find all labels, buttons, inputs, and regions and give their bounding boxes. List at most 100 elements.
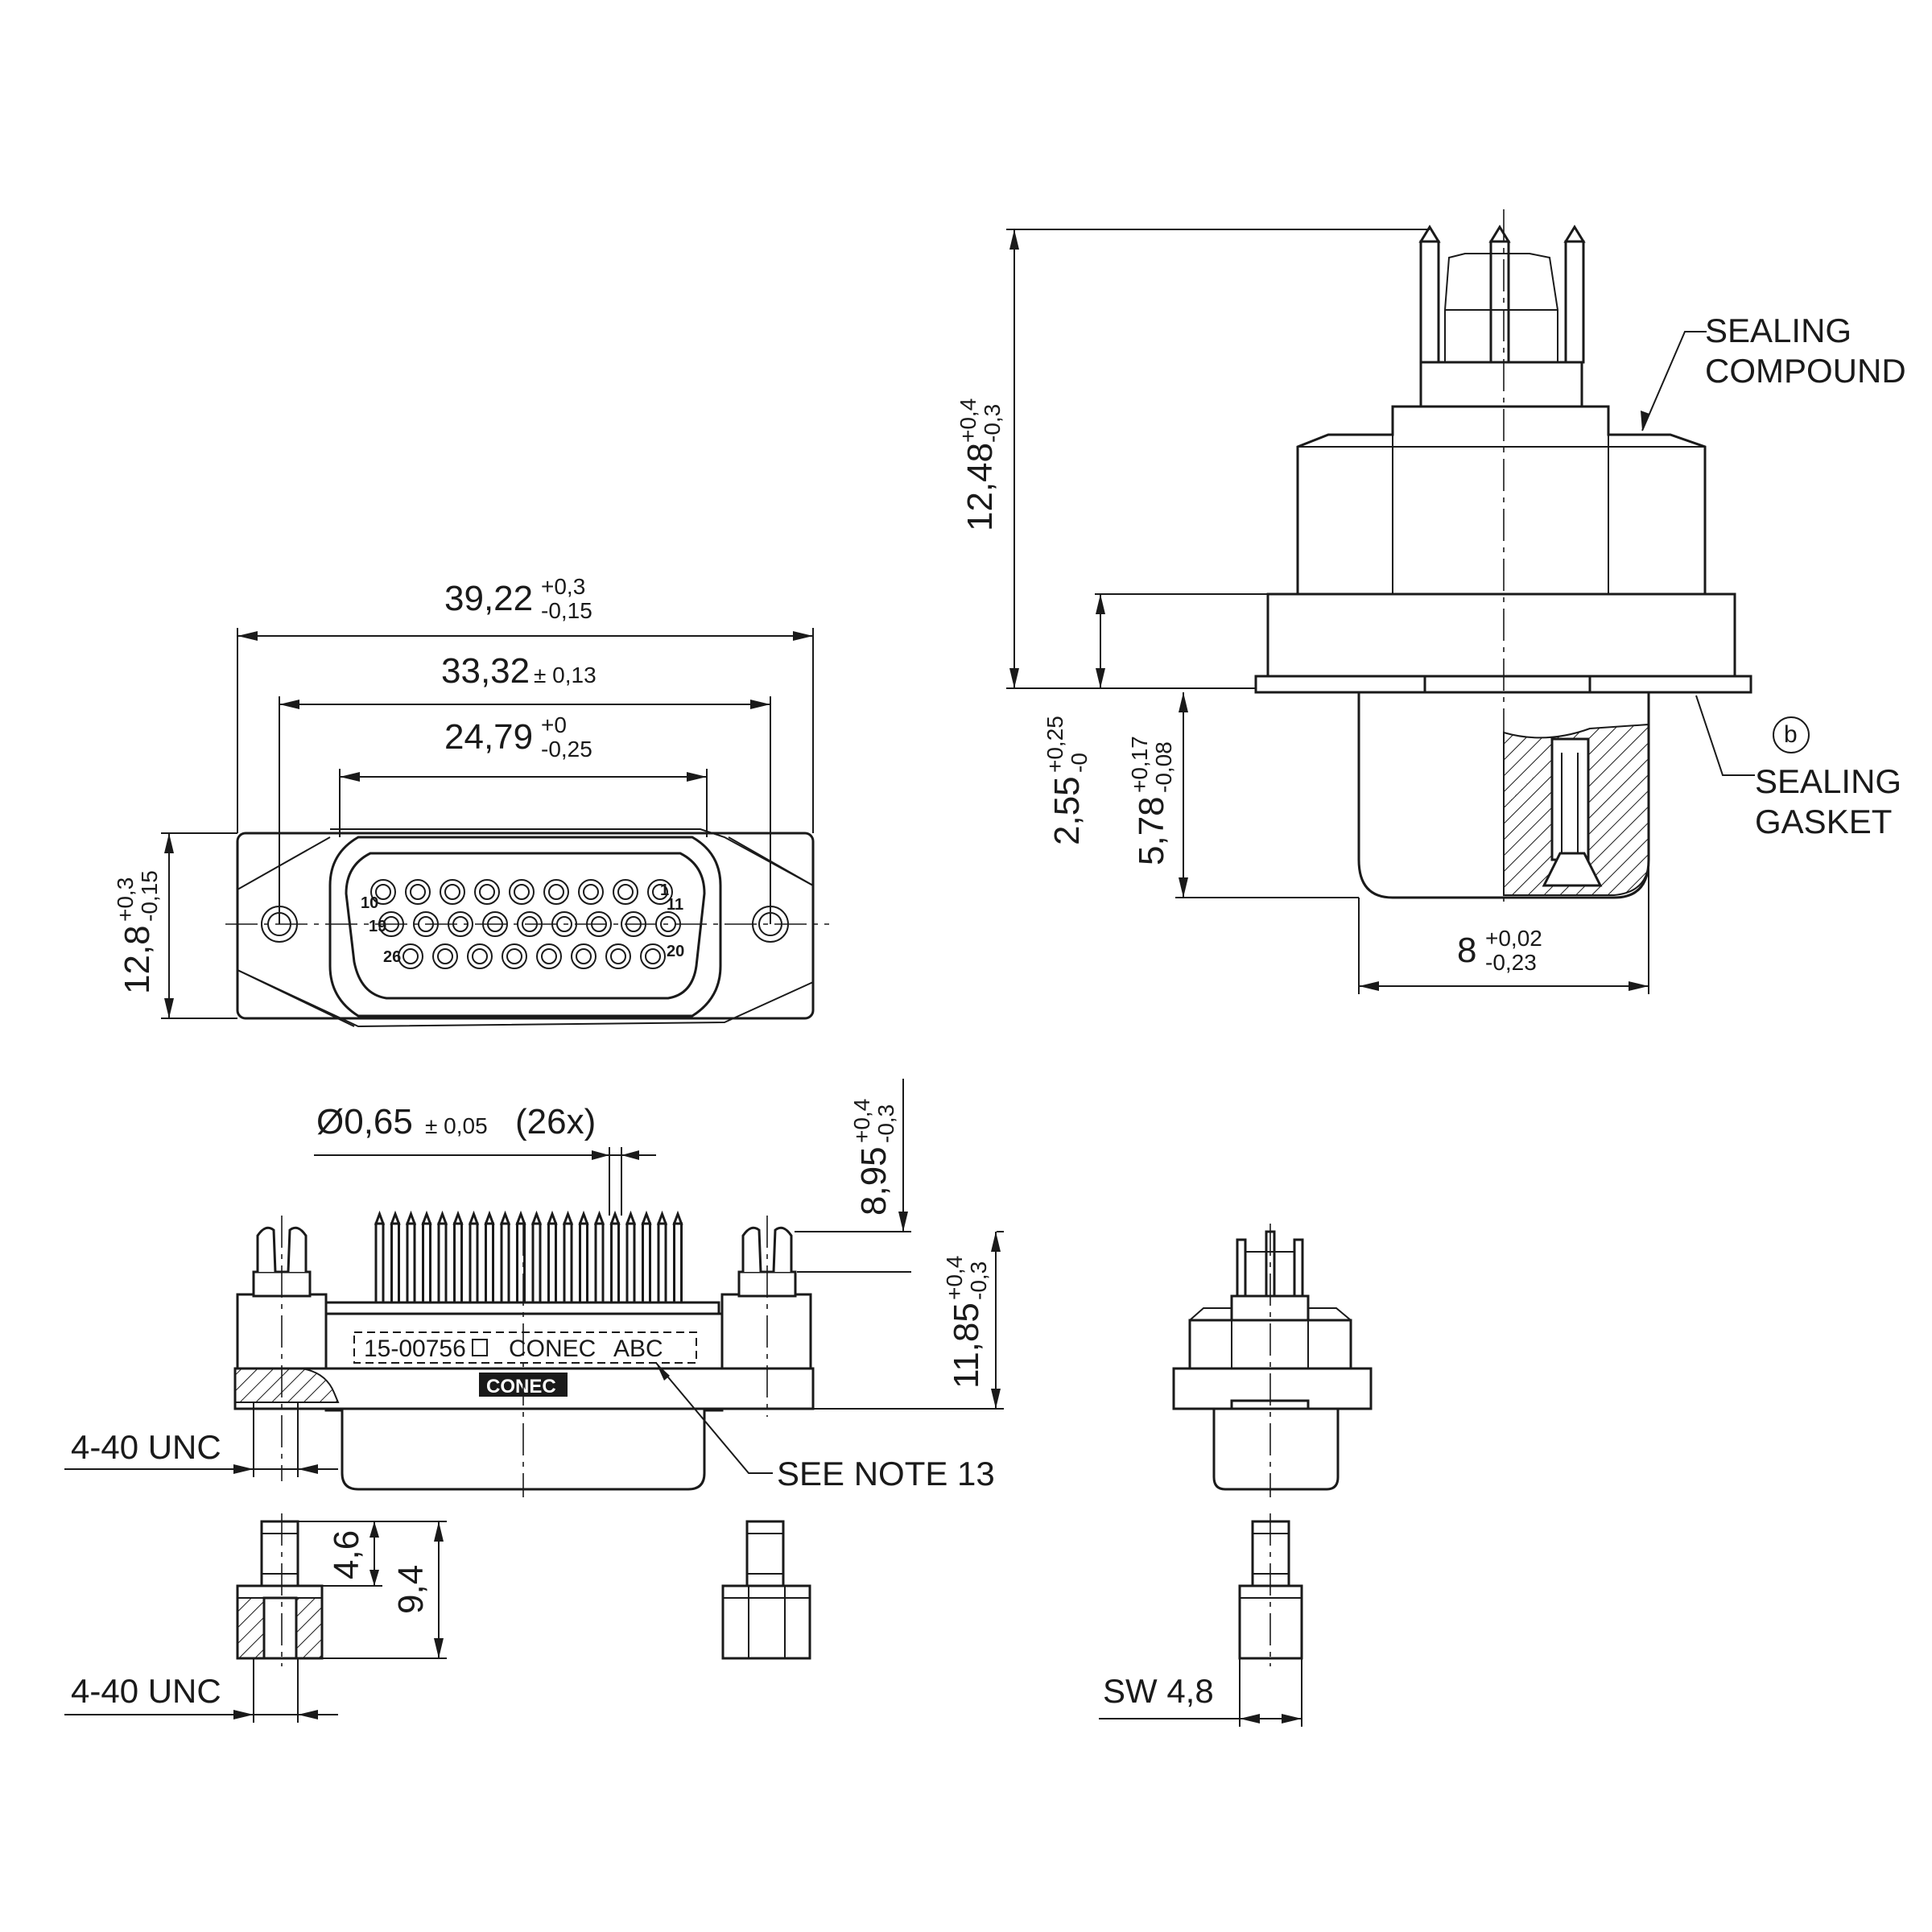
contact-pin [472, 948, 488, 964]
bottom-pin-tip [562, 1210, 574, 1225]
contact-hole [502, 943, 527, 969]
bottom-pin [625, 1222, 636, 1306]
bottom-pin [453, 1222, 463, 1306]
label-sealing: SEALING [1705, 312, 1852, 349]
contact-pin [514, 884, 530, 900]
label-compound: COMPOUND [1705, 352, 1906, 390]
bottom-pin-tip [468, 1210, 480, 1225]
bottom-pin [579, 1222, 588, 1306]
dim-total-len-value: 9,4 [391, 1565, 431, 1614]
bottom-pin [594, 1222, 605, 1306]
label-gasket: GASKET [1755, 803, 1892, 840]
dim-width-shell-tol-up: +0 [541, 712, 567, 737]
dim-pin-height-tol-low: -0,3 [873, 1104, 898, 1143]
dim-body-height-tol-low: -0,3 [966, 1261, 991, 1300]
bottom-pin-tip [578, 1210, 589, 1225]
contact-hole [543, 879, 569, 905]
bottom-pin-tip [390, 1210, 401, 1225]
side-pin-right [1564, 240, 1585, 364]
bottom-right-standoff-top [741, 1226, 793, 1273]
label-see-note: SEE NOTE 13 [777, 1455, 995, 1492]
pin-number-20: 20 [667, 943, 684, 960]
marking-brand: CONEC [509, 1335, 596, 1362]
contact-pin [617, 884, 634, 900]
dim-pin-height-tol-up: +0,4 [849, 1099, 874, 1143]
bottom-pin-tip [530, 1210, 543, 1225]
standoff-detail-left: 4,6 9,4 4-40 UNC [64, 1513, 447, 1723]
bottom-pin-tip [515, 1210, 526, 1225]
label-sealing-2: SEALING [1755, 762, 1901, 800]
pin-number-10: 10 [361, 894, 378, 912]
side-view: 12,48 +0,4 -0,3 2,55 +0,25 -0 5,78 +0,17… [956, 209, 1906, 994]
leader-see-note [655, 1362, 773, 1474]
bottom-pin-tip [609, 1210, 621, 1225]
bottom-pin-tip [656, 1210, 668, 1225]
contact-pin [479, 884, 495, 900]
leader-sealing-compound [1641, 331, 1707, 431]
callout-b: b [1784, 721, 1798, 748]
bottom-pin-tip [593, 1210, 605, 1225]
bottom-pin-tip [421, 1210, 432, 1225]
contact-pin [410, 884, 426, 900]
dim-height-front-tol-low: -0,15 [137, 870, 162, 922]
contact-pin [402, 948, 419, 964]
dim-height-total-tol-up: +0,4 [956, 398, 980, 443]
standoff-hex-middle [721, 1584, 811, 1660]
dim-width-shell-value: 24,79 [444, 717, 533, 757]
contact-hole [536, 943, 562, 969]
contact-hole [605, 943, 631, 969]
contact-hole [578, 879, 604, 905]
bottom-pin-tip [374, 1210, 386, 1225]
dim-width-overall-tol-low: -0,15 [541, 598, 592, 623]
bottom-pin-tip [547, 1210, 558, 1225]
side-sealing-compound [1419, 361, 1583, 408]
marking-part-number: 15-00756 [364, 1335, 466, 1362]
contact-hole [571, 943, 597, 969]
contact-pin [437, 948, 453, 964]
bottom-pin-tip [405, 1210, 417, 1225]
contact-hole [370, 879, 396, 905]
bottom-pin [469, 1222, 479, 1306]
bottom-pin [547, 1222, 557, 1306]
bottom-pin [437, 1222, 448, 1306]
pin-number-1: 1 [660, 881, 669, 899]
dim-shell-depth-value: 5,78 [1132, 796, 1171, 865]
small-side-view: SW 4,8 [1099, 1224, 1373, 1727]
bottom-pin [485, 1222, 494, 1306]
dim-height-total-value: 12,48 [960, 443, 1000, 531]
dim-height-total-tol-low: -0,3 [980, 404, 1005, 443]
dim-shell-width-value: 8 [1457, 931, 1476, 970]
bottom-pin [657, 1222, 667, 1306]
bottom-pin-tip [436, 1210, 448, 1225]
pin-number-26: 26 [383, 948, 401, 966]
contact-pin [506, 948, 522, 964]
dim-pin-height-value: 8,95 [854, 1146, 894, 1216]
dim-width-shell-tol-low: -0,25 [541, 737, 592, 762]
contact-hole [647, 879, 673, 905]
contact-pin [541, 948, 557, 964]
dim-shell-width-tol-up: +0,02 [1485, 926, 1542, 951]
label-thread-2: 4-40 UNC [71, 1672, 221, 1710]
contact-hole [405, 879, 431, 905]
dim-pin-diameter-value: Ø0,65 [316, 1102, 413, 1141]
side-flange [1266, 592, 1736, 692]
pin-number-11: 11 [667, 896, 683, 914]
dim-height-front-tol-up: +0,3 [113, 877, 138, 922]
bottom-pin [422, 1222, 431, 1306]
dim-shell-width-tol-low: -0,23 [1485, 950, 1537, 975]
dim-shell-depth-tol-up: +0,17 [1127, 736, 1152, 793]
contact-pin [610, 948, 626, 964]
bottom-pin-tip [625, 1210, 637, 1225]
leader-sealing-gasket [1695, 695, 1755, 776]
dim-thread-len-value: 4,6 [327, 1530, 366, 1579]
conec-logo-text: CONEC [486, 1376, 556, 1397]
label-wrench: SW 4,8 [1103, 1672, 1214, 1710]
bottom-pin-tip [641, 1210, 652, 1225]
dim-body-height-value: 11,85 [947, 1302, 986, 1389]
bottom-left-standoff-top [256, 1226, 308, 1273]
dim-pin-diameter-tol: ± 0,05 [425, 1113, 488, 1138]
front-view: 1 10 11 19 20 26 39,22 +0,3 -0,15 33,32 … [113, 574, 829, 1028]
dim-pin-diameter-count: (26x) [515, 1102, 596, 1141]
contact-hole [474, 879, 500, 905]
